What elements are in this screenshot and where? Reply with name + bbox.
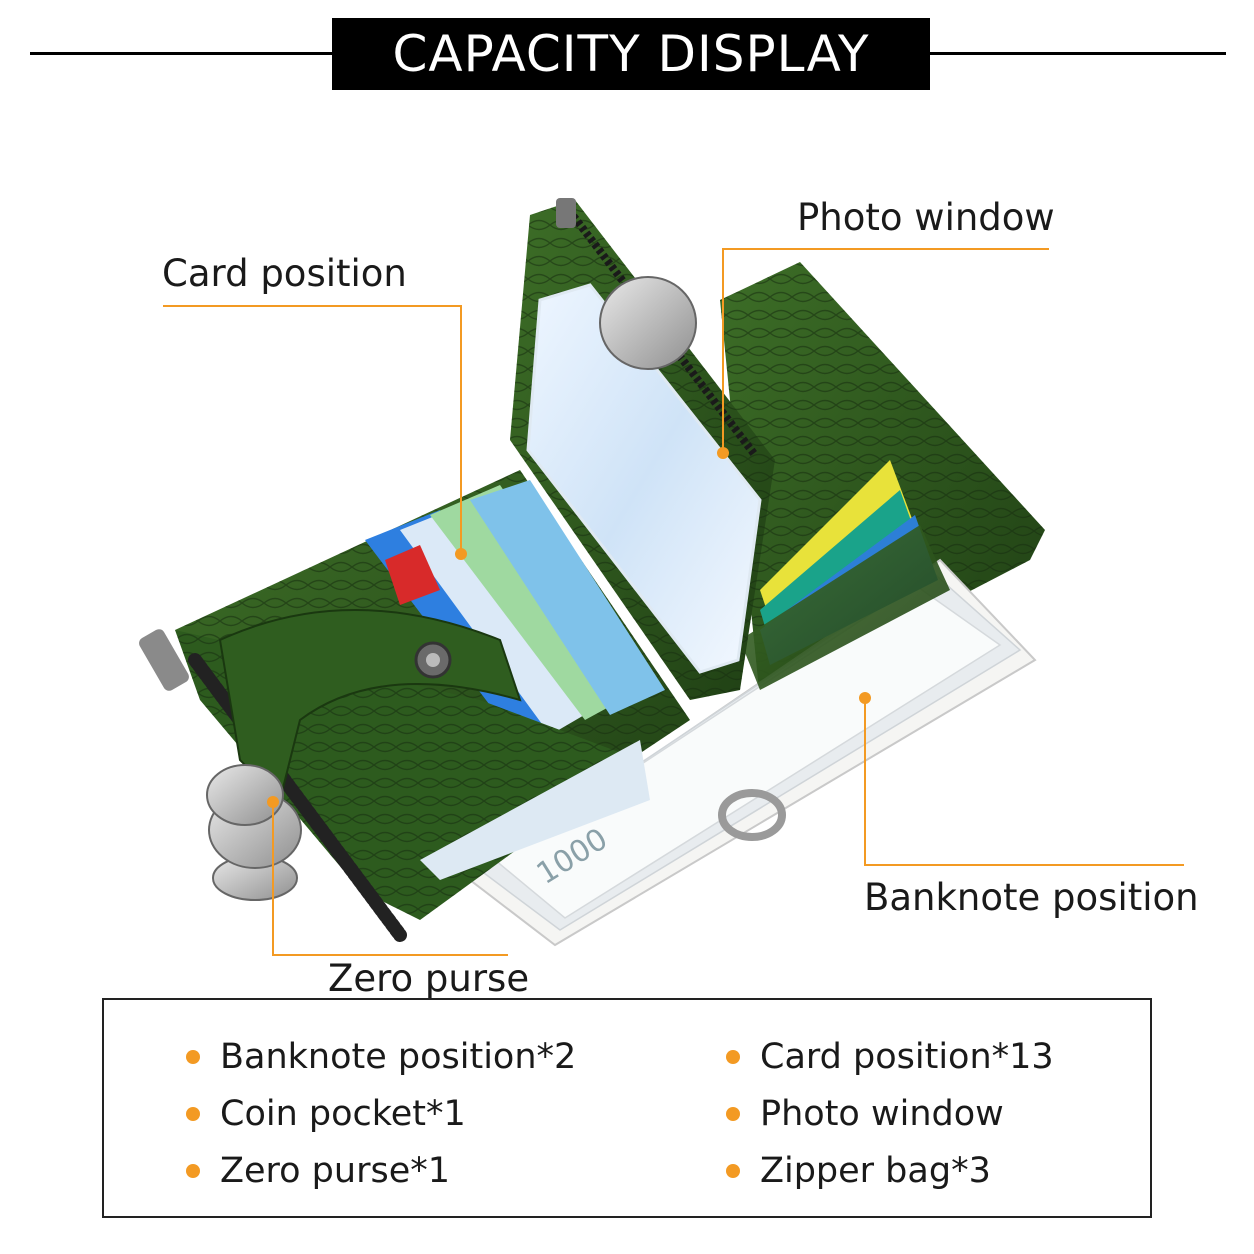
feature-label: Card position*13 bbox=[760, 1036, 1054, 1077]
feature-item: Photo window bbox=[726, 1085, 1054, 1142]
bullet-dot bbox=[726, 1106, 740, 1121]
feature-summary-box: Banknote position*2 Coin pocket*1 Zero p… bbox=[102, 998, 1152, 1218]
side-zipper bbox=[139, 629, 407, 942]
title-rule-left bbox=[30, 52, 332, 55]
photo-window-flap bbox=[510, 198, 775, 700]
feature-item: Card position*13 bbox=[726, 1028, 1054, 1085]
feature-column-right: Card position*13 Photo window Zipper bag… bbox=[726, 1028, 1054, 1199]
left-card-slots bbox=[365, 480, 665, 745]
snap-strap bbox=[218, 609, 522, 802]
loose-coins bbox=[206, 764, 302, 901]
feature-label: Banknote position*2 bbox=[220, 1036, 577, 1077]
leader-card-position-h bbox=[163, 305, 462, 307]
right-card-slots bbox=[740, 460, 950, 690]
bullet-dot bbox=[726, 1163, 740, 1178]
d-ring bbox=[718, 789, 786, 841]
leader-zero-purse-h bbox=[272, 954, 508, 956]
callout-card-position: Card position bbox=[162, 252, 407, 295]
leader-photo-window-h bbox=[722, 248, 1049, 250]
leader-banknote-position-h bbox=[864, 864, 1184, 866]
title-rule-right bbox=[930, 52, 1226, 55]
leader-zero-purse-v bbox=[272, 802, 274, 956]
bullet-dot bbox=[186, 1163, 200, 1178]
leader-card-position-v bbox=[460, 305, 462, 555]
marker-banknote-position bbox=[859, 692, 871, 704]
feature-label: Photo window bbox=[760, 1093, 1004, 1134]
bullet-dot bbox=[186, 1106, 200, 1121]
feature-item: Banknote position*2 bbox=[186, 1028, 576, 1085]
feature-label: Zipper bag*3 bbox=[760, 1150, 991, 1191]
page-title-text: CAPACITY DISPLAY bbox=[392, 25, 870, 83]
feature-column-left: Banknote position*2 Coin pocket*1 Zero p… bbox=[186, 1028, 576, 1199]
bullet-dot bbox=[186, 1049, 200, 1064]
bullet-dot bbox=[726, 1049, 740, 1064]
marker-zero-purse bbox=[267, 796, 279, 808]
marker-photo-window bbox=[717, 447, 729, 459]
feature-item: Zero purse*1 bbox=[186, 1142, 576, 1199]
feature-label: Zero purse*1 bbox=[220, 1150, 450, 1191]
page-title: CAPACITY DISPLAY bbox=[332, 18, 930, 90]
leader-photo-window-v bbox=[722, 248, 724, 453]
callout-banknote-position: Banknote position bbox=[864, 876, 1199, 919]
feature-item: Coin pocket*1 bbox=[186, 1085, 576, 1142]
leader-banknote-position-v bbox=[864, 698, 866, 866]
callout-zero-purse: Zero purse bbox=[328, 957, 530, 1000]
feature-label: Coin pocket*1 bbox=[220, 1093, 466, 1134]
marker-card-position bbox=[455, 548, 467, 560]
feature-item: Zipper bag*3 bbox=[726, 1142, 1054, 1199]
callout-photo-window: Photo window bbox=[797, 196, 1055, 239]
